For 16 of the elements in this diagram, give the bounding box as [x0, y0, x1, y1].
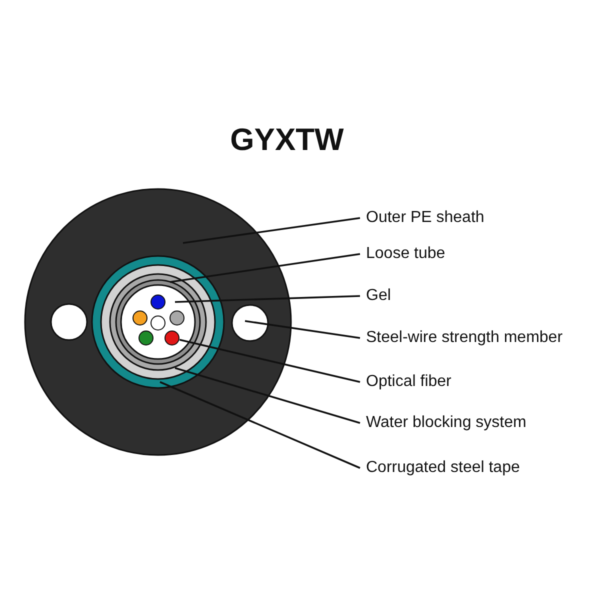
- part-label: Steel-wire strength member: [366, 328, 563, 348]
- optical-fiber: [164, 330, 180, 346]
- leader-line: [170, 253, 360, 283]
- part-label: Corrugated steel tape: [366, 458, 520, 478]
- part-label: Outer PE sheath: [366, 208, 484, 228]
- leader-line: [244, 320, 360, 339]
- leader-line: [174, 367, 360, 424]
- leader-line: [179, 338, 360, 383]
- leader-line: [160, 381, 360, 469]
- part-label: Gel: [366, 286, 391, 306]
- part-label: Loose tube: [366, 244, 446, 264]
- part-label: Water blocking system: [366, 413, 526, 433]
- diagram-title: GYXTW: [229, 121, 345, 159]
- leader-line: [182, 217, 360, 244]
- leader-line: [174, 295, 360, 303]
- part-label: Optical fiber: [366, 372, 452, 392]
